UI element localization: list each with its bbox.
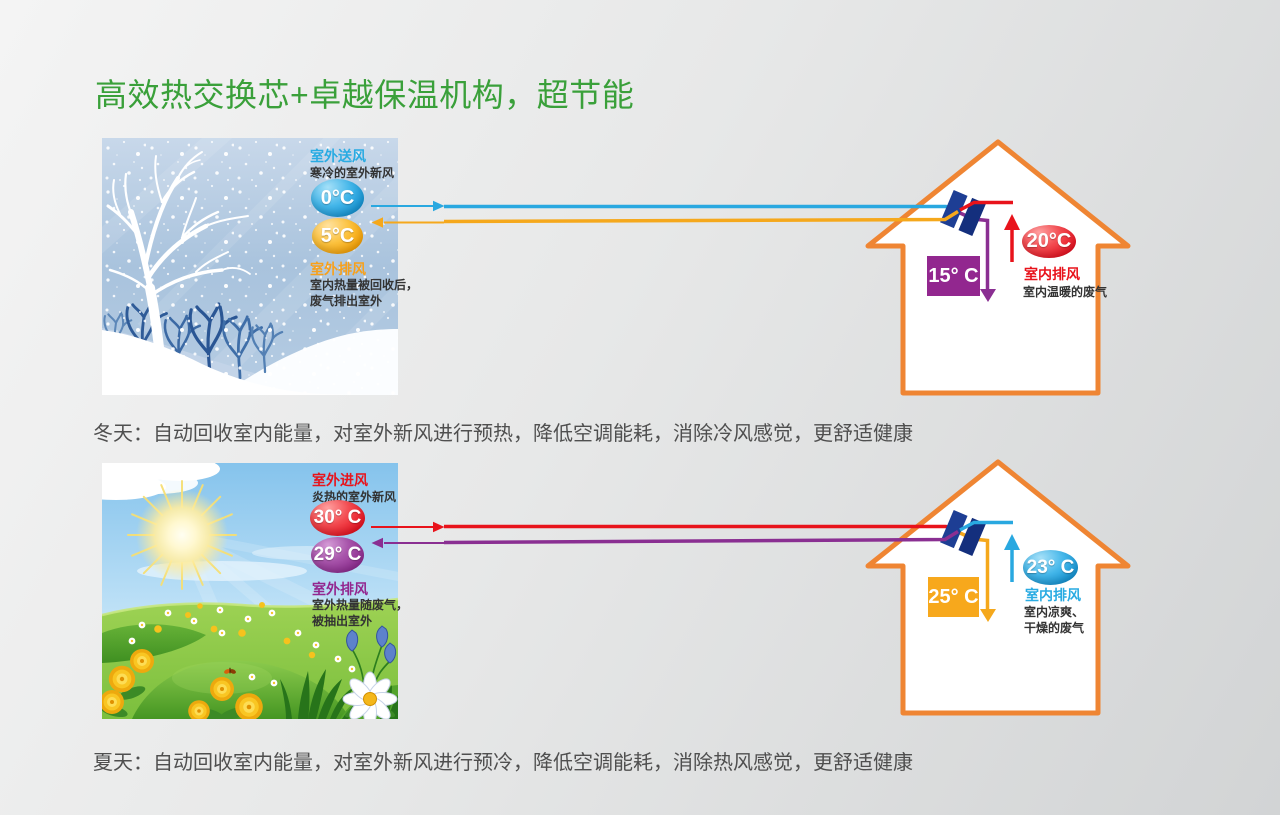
winter-outdoor-supply-desc: 寒冷的室外新风 xyxy=(310,166,395,180)
winter-exhaust-up-arrow xyxy=(1004,214,1020,230)
winter-outdoor-exhaust-label: 室外排风 xyxy=(310,261,366,277)
summer-indoor-exhaust-desc2: 干燥的废气 xyxy=(1024,621,1085,635)
summer-house xyxy=(865,459,1131,716)
winter-outflow-arrow xyxy=(371,217,383,228)
winter-exhaust-temp-badge: 5°C xyxy=(312,218,363,254)
summer-exhaust-temp-badge: 29° C xyxy=(311,537,364,573)
summer-illustration xyxy=(102,463,398,719)
summer-outdoor-exhaust-label: 室外排风 xyxy=(312,581,368,597)
winter-house xyxy=(865,139,1131,396)
summer-outflow-arrow xyxy=(371,537,383,549)
bellflowers xyxy=(346,625,397,664)
summer-indoor-exhaust-label: 室内排风 xyxy=(1025,587,1081,603)
butterfly xyxy=(224,667,236,674)
summer-indoor-temp-badge: 23° C xyxy=(1023,550,1078,585)
winter-indoor-exhaust-label: 室内排风 xyxy=(1024,266,1080,282)
winter-indoor-exhaust-desc: 室内温暖的废气 xyxy=(1023,285,1108,299)
winter-indoor-temp-badge: 20°C xyxy=(1022,225,1076,258)
winter-caption: 冬天：自动回收室内能量，对室外新风进行预热，降低空调能耗，消除冷风感觉，更舒适健… xyxy=(93,423,913,445)
winter-outdoor-temp-badge: 0°C xyxy=(311,179,364,217)
summer-outdoor-exhaust-desc1: 室外热量随废气， xyxy=(312,598,409,612)
summer-intake-arrow xyxy=(433,521,445,533)
winter-outdoor-exhaust-desc1: 室内热量被回收后， xyxy=(310,278,419,292)
sun xyxy=(136,489,228,581)
winter-intake-arrow xyxy=(433,200,445,212)
summer-outdoor-supply-label: 室外进风 xyxy=(312,472,368,488)
summer-indoor-exhaust-desc1: 室内凉爽、 xyxy=(1024,605,1085,619)
winter-indoor-supply-badge: 15° C xyxy=(927,256,980,296)
summer-caption: 夏天：自动回收室内能量，对室外新风进行预冷，降低空调能耗，消除热风感觉，更舒适健… xyxy=(93,752,913,774)
summer-exhaust-up-arrow xyxy=(1004,534,1020,550)
winter-outdoor-exhaust-desc2: 废气排出室外 xyxy=(310,294,383,308)
dandelions xyxy=(102,649,263,719)
page-title: 高效热交换芯+卓越保温机构，超节能 xyxy=(95,77,635,113)
summer-indoor-supply-badge: 25° C xyxy=(928,577,979,617)
big-daisy xyxy=(342,671,398,719)
winter-supply-down-arrow xyxy=(980,289,996,302)
summer-outdoor-temp-badge: 30° C xyxy=(310,500,365,536)
summer-scene-image xyxy=(102,463,398,719)
winter-outdoor-supply-label: 室外送风 xyxy=(310,148,366,164)
summer-outdoor-exhaust-desc2: 被抽出室外 xyxy=(312,614,373,628)
summer-supply-down-arrow xyxy=(980,609,996,622)
